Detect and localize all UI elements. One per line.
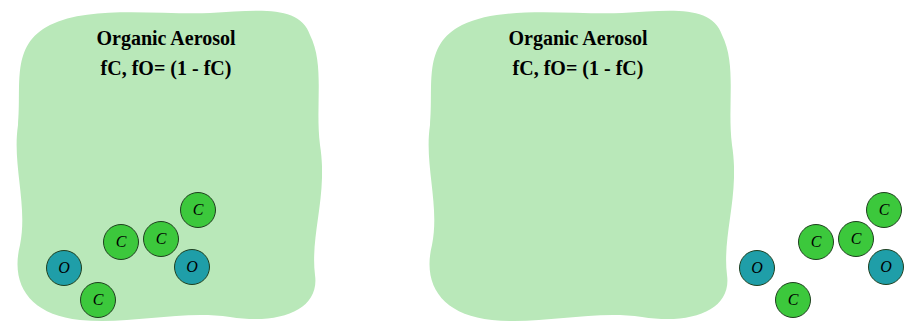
fraction-formula: fC, fO= (1 - fC) <box>422 57 734 80</box>
atom-symbol: O <box>58 259 70 277</box>
aerosol-particle: Organic Aerosol fC, fO= (1 - fC) O C C C C O <box>10 5 322 325</box>
atom-symbol: C <box>156 230 167 248</box>
atom-circle: O <box>46 250 82 286</box>
atom-circle: O <box>739 250 775 286</box>
atom-circle: C <box>798 224 834 260</box>
atom-symbol: C <box>788 291 799 309</box>
atom-circle: C <box>866 192 902 228</box>
aerosol-particle: Organic Aerosol fC, fO= (1 - fC) <box>422 5 734 325</box>
atom-symbol: C <box>851 230 862 248</box>
atom-symbol: C <box>879 201 890 219</box>
atom-symbol: O <box>751 259 763 277</box>
particle-outline <box>422 5 734 325</box>
atom-symbol: O <box>880 258 892 276</box>
atom-symbol: C <box>93 291 104 309</box>
atom-symbol: O <box>186 258 198 276</box>
atom-symbol: C <box>116 233 127 251</box>
fraction-formula: fC, fO= (1 - fC) <box>10 57 322 80</box>
atom-circle: O <box>868 249 904 285</box>
particle-title: Organic Aerosol <box>422 27 734 50</box>
atom-circle: C <box>143 221 179 257</box>
atom-circle: C <box>80 282 116 318</box>
atom-circle: C <box>838 221 874 257</box>
atom-circle: C <box>103 224 139 260</box>
atom-circle: C <box>775 282 811 318</box>
atom-circle: O <box>174 249 210 285</box>
atom-symbol: C <box>193 201 204 219</box>
atom-symbol: C <box>811 233 822 251</box>
atom-circle: C <box>180 192 216 228</box>
particle-title: Organic Aerosol <box>10 27 322 50</box>
